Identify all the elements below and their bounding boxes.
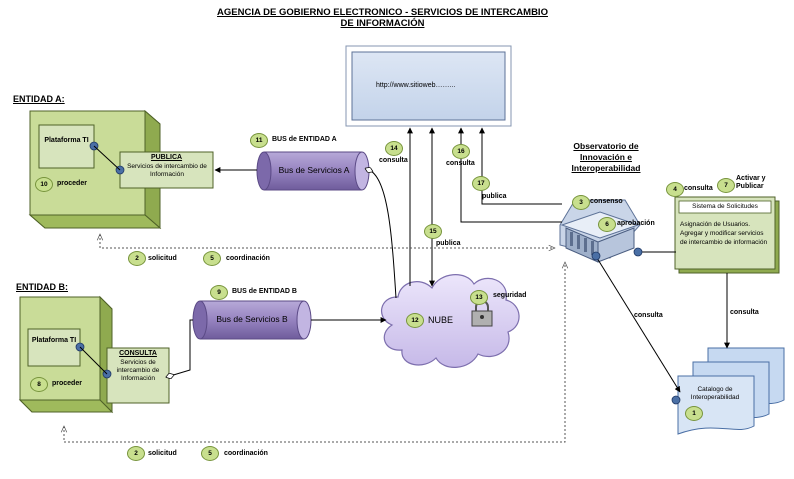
entidad-b-service-title: CONSULTA <box>119 350 157 357</box>
step-17-label: publica <box>482 193 507 200</box>
edge-label-consulta-left: consulta <box>634 312 663 319</box>
browser-url[interactable]: http://www.sitioweb……... <box>376 82 456 89</box>
entidad-a-proceder: proceder <box>57 180 87 187</box>
entidad-b-platform: Plataforma TI <box>31 337 77 344</box>
step-15-label: publica <box>436 240 461 247</box>
entidad-a-heading: ENTIDAD A: <box>13 94 65 104</box>
step-badge: 12 <box>406 313 424 328</box>
edge-label-consulta-right: consulta <box>730 309 759 316</box>
step-solicitud-b-label: solicitud <box>148 450 177 457</box>
bus-a-cylinder <box>256 151 370 191</box>
step-13-label: seguridad <box>493 292 527 299</box>
bus-b-name: Bus de Servicios B <box>216 314 288 324</box>
sistema-text: Asignación de Usuarios. Agregar y modifi… <box>680 221 768 246</box>
catalogo-docs <box>677 347 785 435</box>
entidad-b-service-text: Servicios de intercambio de Información <box>116 359 160 383</box>
step-4-label: consulta <box>684 185 713 192</box>
observatorio-title: Observatorio de Innovación e Interoperab… <box>571 141 641 174</box>
entidad-a-service-title: PUBLICA <box>150 154 183 161</box>
step-coordinacion-b-label: coordinación <box>224 450 268 457</box>
observatorio-building-icon <box>559 199 641 263</box>
bus-a-name: Bus de Servicios A <box>278 165 350 175</box>
step-badge: 10 <box>35 177 53 192</box>
browser-window <box>345 45 512 127</box>
inner-links <box>79 145 121 375</box>
step-badge: 8 <box>30 377 48 392</box>
step-coordinacion-a-label: coordinación <box>226 255 270 262</box>
sistema-title: Sistema de Solicitudes <box>692 203 758 210</box>
title-line-2: DE INFORMACIÓN <box>340 17 425 29</box>
step-16-label: consulta <box>446 160 475 167</box>
step-badge: 6 <box>598 217 616 232</box>
step-solicitud-a-label: solicitud <box>148 255 177 262</box>
entidad-b-heading: ENTIDAD B: <box>16 282 68 292</box>
entidad-a-service-text: Servicios de intercambio de Información <box>127 163 207 178</box>
step-badge: 3 <box>572 195 590 210</box>
step-badge: 16 <box>452 144 470 159</box>
step-badge: 17 <box>472 176 490 191</box>
entidad-a-platform: Plataforma TI <box>44 137 89 144</box>
step-3-label: consenso <box>590 198 623 205</box>
title-line-1: AGENCIA DE GOBIERNO ELECTRONICO - SERVIC… <box>217 7 548 18</box>
bus-a-label: BUS de ENTIDAD A <box>272 136 337 143</box>
dotted-connectors <box>64 234 565 443</box>
step-badge: 14 <box>385 141 403 156</box>
step-badge: 15 <box>424 224 442 239</box>
sistema-box <box>674 196 780 274</box>
step-6-label: aprobación <box>617 220 655 227</box>
step-badge: 2 <box>128 251 146 266</box>
step-badge: 11 <box>250 133 268 148</box>
step-badge: 5 <box>203 251 221 266</box>
step-badge: 7 <box>717 178 735 193</box>
step-badge: 1 <box>685 406 703 421</box>
step-7-label: Activar y Publicar <box>736 175 766 191</box>
step-badge: 9 <box>210 285 228 300</box>
step-badge: 2 <box>127 446 145 461</box>
catalogo-text: Catalogo de Interoperabilidad <box>690 386 740 402</box>
page-title: AGENCIA DE GOBIERNO ELECTRONICO - SERVIC… <box>200 7 565 30</box>
step-14-label: consulta <box>379 157 408 164</box>
entidad-b-proceder: proceder <box>52 380 82 387</box>
step-badge: 4 <box>666 182 684 197</box>
cloud-label: NUBE <box>428 315 454 325</box>
bus-b-label: BUS de ENTIDAD B <box>232 288 297 295</box>
step-badge: 5 <box>201 446 219 461</box>
step-badge: 13 <box>470 290 488 305</box>
